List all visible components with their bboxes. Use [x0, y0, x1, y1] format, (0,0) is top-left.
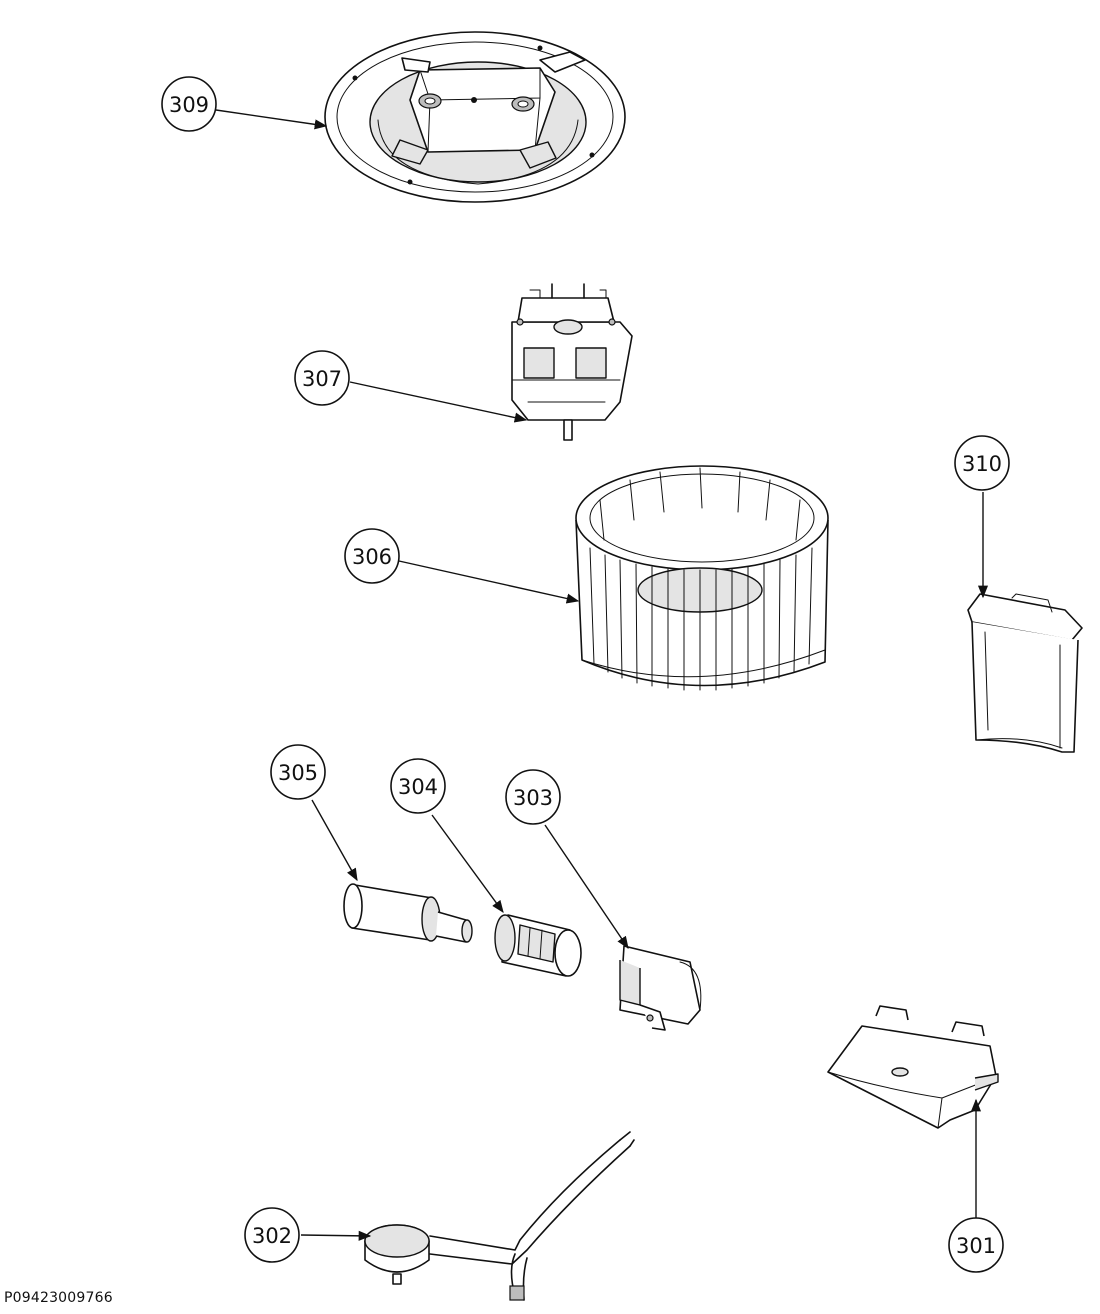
callout-305: 305	[270, 744, 326, 800]
callout-circle	[294, 350, 350, 406]
callout-label: 310	[962, 452, 1002, 476]
callout-label: 302	[252, 1224, 292, 1248]
callout-302: 302	[244, 1207, 300, 1263]
part-307-motor	[511, 283, 633, 441]
document-id: P09423009766	[4, 1290, 113, 1306]
callout-310: 310	[954, 435, 1010, 491]
callout-circle	[948, 1217, 1004, 1273]
part-306-blower-wheel	[575, 465, 829, 691]
callout-306: 306	[344, 528, 400, 584]
callout-301: 301	[948, 1217, 1004, 1273]
callout-label: 306	[352, 545, 392, 569]
part-301-bracket	[827, 1005, 999, 1129]
part-303-switch	[619, 945, 702, 1031]
callout-label: 309	[169, 93, 209, 117]
part-304-coupling	[494, 914, 582, 977]
callout-304: 304	[390, 758, 446, 814]
callout-label: 301	[956, 1234, 996, 1258]
callout-label: 307	[302, 367, 342, 391]
part-302-sensor	[364, 1131, 635, 1301]
callout-307: 307	[294, 350, 350, 406]
leader-lines	[215, 109, 989, 1241]
part-309-fan-housing	[324, 31, 626, 203]
callout-circle	[505, 769, 561, 825]
callout-circle	[161, 76, 217, 132]
callout-circle	[270, 744, 326, 800]
callout-circle	[954, 435, 1010, 491]
callout-label: 304	[398, 775, 438, 799]
callout-309: 309	[161, 76, 217, 132]
callout-circle	[244, 1207, 300, 1263]
callout-label: 303	[513, 786, 553, 810]
callout-circle	[344, 528, 400, 584]
part-305-capacitor	[343, 883, 473, 943]
callout-303: 303	[505, 769, 561, 825]
part-310-filter-cover	[967, 593, 1083, 753]
callout-circle	[390, 758, 446, 814]
callout-label: 305	[278, 761, 318, 785]
